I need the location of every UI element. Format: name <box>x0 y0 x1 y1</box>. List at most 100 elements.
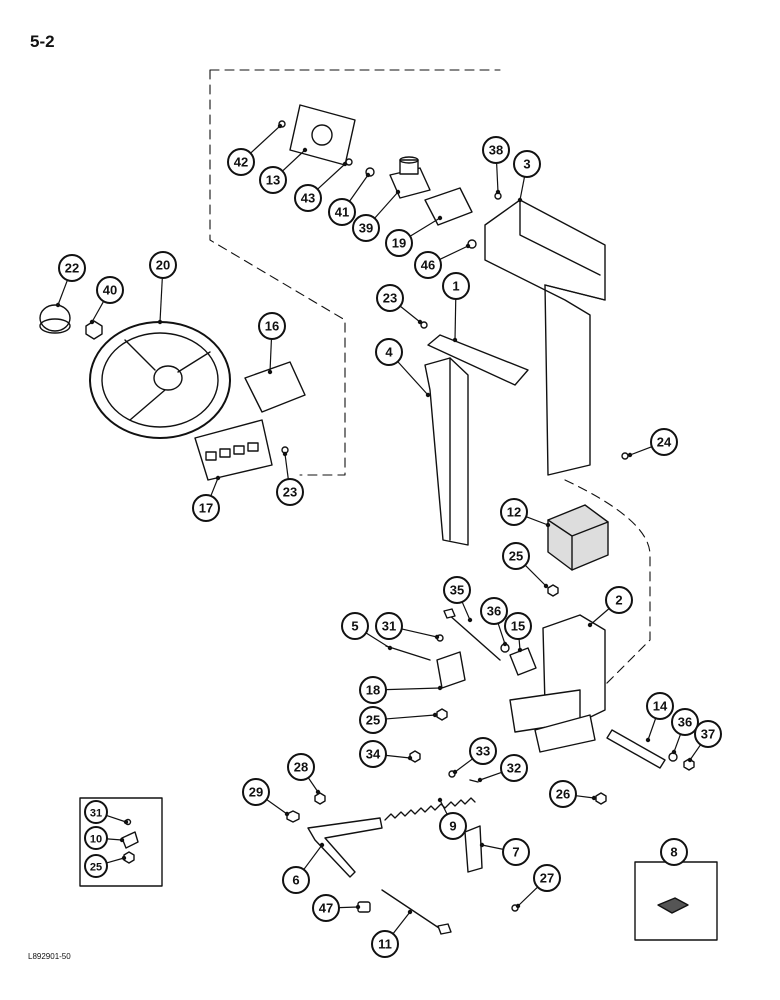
leader-tip <box>417 319 423 325</box>
leader-line <box>397 361 429 396</box>
leader-tip <box>284 811 290 817</box>
callout-label: 26 <box>556 787 570 802</box>
leader-tip <box>157 319 163 325</box>
bearing-part <box>389 156 431 199</box>
callout-label: 15 <box>511 619 525 634</box>
upper-group-outline <box>209 69 501 476</box>
leader-tip <box>627 452 633 458</box>
leader-tip <box>687 757 693 763</box>
plate-1-part <box>427 334 529 386</box>
callout-label: 19 <box>392 236 406 251</box>
callout-circle <box>192 494 220 522</box>
bolt-11-part <box>381 889 443 931</box>
callout-label: 23 <box>383 291 397 306</box>
callout-label: 39 <box>359 221 373 236</box>
callout-circle <box>375 338 403 366</box>
callout-circle <box>504 612 532 640</box>
column-cover-part <box>484 199 606 476</box>
bolt-35-part <box>447 613 501 661</box>
leader-line <box>439 799 448 815</box>
callout-circle <box>500 754 528 782</box>
leader-line <box>497 623 506 645</box>
callout-label: 36 <box>487 604 501 619</box>
callout-circle <box>605 586 633 614</box>
callout-label: 46 <box>421 258 435 273</box>
leader-tip <box>407 755 413 761</box>
leader-line <box>159 277 163 323</box>
leader-tip <box>434 634 440 640</box>
leader-tip <box>587 622 593 628</box>
callout-label: 14 <box>653 699 668 714</box>
callout-label: 13 <box>266 173 280 188</box>
top-plate-part <box>289 104 356 166</box>
callout-label: 16 <box>265 319 279 334</box>
leader-tip <box>495 189 501 195</box>
callout-label: 35 <box>450 583 464 598</box>
callout-label: 25 <box>366 713 380 728</box>
leader-line <box>106 838 123 841</box>
leader-tip <box>517 197 523 203</box>
leader-tip <box>467 617 473 623</box>
leader-line <box>57 279 68 306</box>
leader-line <box>307 777 319 793</box>
rod-14-part <box>606 729 666 769</box>
callout-circle <box>646 692 674 720</box>
callout-label: 43 <box>301 191 315 206</box>
inset-box-left <box>79 797 163 887</box>
leader-line <box>481 844 504 850</box>
leader-tip <box>277 123 283 129</box>
leader-line <box>385 714 436 720</box>
callout-circle <box>294 184 322 212</box>
callout-label: 31 <box>382 619 396 634</box>
leader-line <box>689 744 702 761</box>
callout-circle <box>359 676 387 704</box>
leader-tip <box>479 842 485 848</box>
nut-25a-part <box>547 584 559 597</box>
washer-36-part <box>668 752 678 762</box>
callout-circle <box>671 708 699 736</box>
leader-tip <box>591 795 597 801</box>
bracket-18-part <box>436 651 466 689</box>
bolt-41-part <box>365 167 375 177</box>
callout-label: 25 <box>509 549 523 564</box>
callout-circle <box>513 150 541 178</box>
callout-circle <box>149 251 177 279</box>
callout-label: 33 <box>476 744 490 759</box>
nut-28-part <box>314 792 326 805</box>
pad-7-part <box>464 825 483 873</box>
bracket-19-part <box>424 187 473 226</box>
leader-line <box>439 245 469 260</box>
callout-circle <box>84 826 108 850</box>
panel-16-part <box>244 361 306 413</box>
callout-circle <box>282 866 310 894</box>
callout-circle <box>414 251 442 279</box>
leader-line <box>575 795 595 799</box>
leader-tip <box>215 475 221 481</box>
callout-circle <box>375 612 403 640</box>
callout-label: 42 <box>234 155 248 170</box>
callout-label: 32 <box>507 761 521 776</box>
callout-circle <box>84 800 108 824</box>
callout-circle <box>482 136 510 164</box>
leader-line <box>392 911 411 935</box>
callout-label: 29 <box>249 785 263 800</box>
callout-label: 17 <box>199 501 213 516</box>
leader-tip <box>302 147 308 153</box>
callout-circle <box>312 894 340 922</box>
leader-line <box>374 191 399 219</box>
leader-line <box>106 814 127 823</box>
leader-tip <box>425 392 431 398</box>
spring-part <box>384 797 476 821</box>
leader-tip <box>502 641 508 647</box>
callout-circle <box>500 498 528 526</box>
callout-circle <box>549 780 577 808</box>
callout-label: 22 <box>65 261 79 276</box>
leader-line <box>479 771 502 781</box>
leader-tip <box>387 645 393 651</box>
callout-circle <box>385 229 413 257</box>
leader-line <box>399 305 421 323</box>
leader-tip <box>545 522 551 528</box>
leader-tip <box>645 737 651 743</box>
callout-label: 38 <box>489 143 503 158</box>
